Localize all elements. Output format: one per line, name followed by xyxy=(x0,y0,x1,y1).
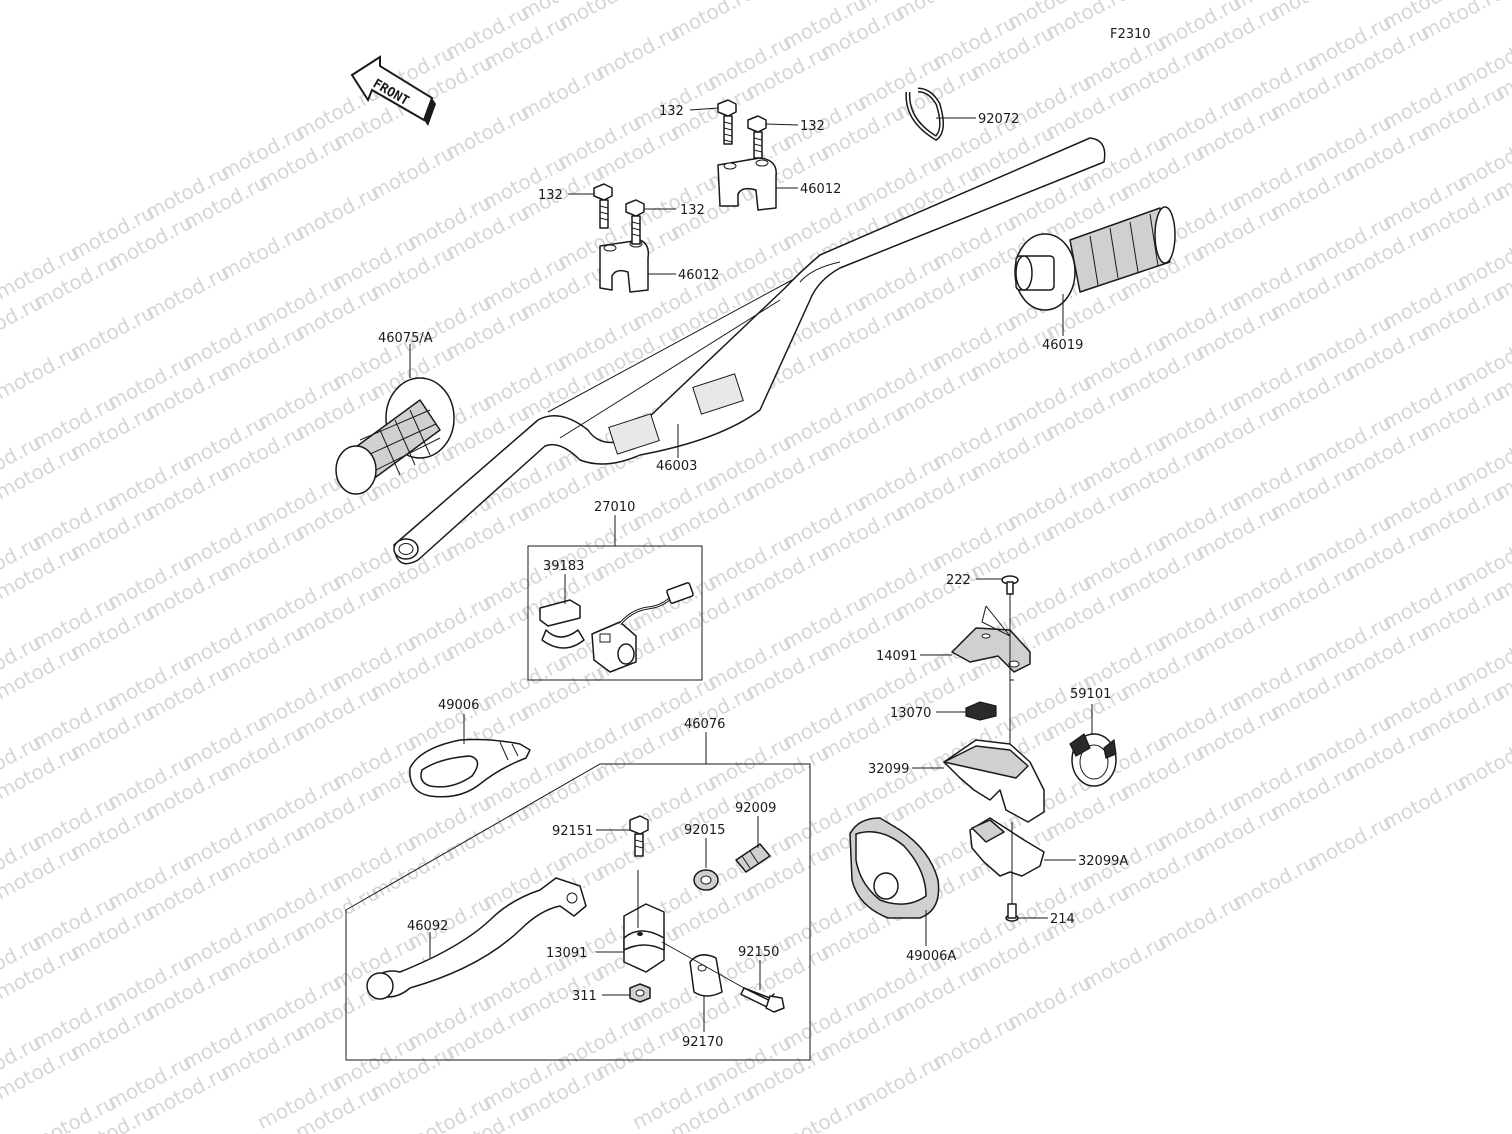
label-46075a: 46075/A xyxy=(378,331,433,346)
part-labels: 132 132 132 132 92072 46012 46012 46075/… xyxy=(378,104,1128,1050)
label-92072: 92072 xyxy=(978,112,1019,127)
label-132-a: 132 xyxy=(659,104,684,119)
bolt-132-a[interactable] xyxy=(717,99,737,145)
handlebar-holder-lower[interactable] xyxy=(599,239,650,293)
lever-cover-49006[interactable] xyxy=(409,738,531,798)
watermark: motod.ru xyxy=(554,0,646,34)
label-132-d: 132 xyxy=(680,203,705,218)
watermark: motod.ru xyxy=(1266,0,1358,24)
label-311: 311 xyxy=(572,989,597,1004)
label-49006a: 49006A xyxy=(906,949,956,964)
throttle-case-59101[interactable] xyxy=(1069,733,1117,787)
label-46003: 46003 xyxy=(656,459,697,474)
watermark: motod.ru xyxy=(891,0,983,24)
label-39183: 39183 xyxy=(543,559,584,574)
switch-clamp-39183[interactable] xyxy=(539,599,585,649)
label-14091: 14091 xyxy=(876,649,917,664)
engine-stop-switch[interactable] xyxy=(591,582,694,673)
label-46076: 46076 xyxy=(684,717,725,732)
left-grip[interactable] xyxy=(335,377,455,495)
adjuster-92009[interactable] xyxy=(735,843,771,873)
cover-49006a[interactable] xyxy=(849,817,940,919)
label-46012-upper: 46012 xyxy=(800,182,841,197)
label-92009: 92009 xyxy=(735,801,776,816)
label-13091: 13091 xyxy=(546,946,587,961)
leader-lines xyxy=(409,107,1093,1032)
screw-222[interactable] xyxy=(1001,575,1019,595)
watermark: motod.ru xyxy=(1116,0,1208,4)
label-46019: 46019 xyxy=(1042,338,1083,353)
handlebar[interactable] xyxy=(393,137,1106,565)
label-92150: 92150 xyxy=(738,945,779,960)
label-46012-lower: 46012 xyxy=(678,268,719,283)
nut-311[interactable] xyxy=(629,983,651,1003)
clutch-lever-46092[interactable] xyxy=(366,877,587,1000)
bolt-132-c[interactable] xyxy=(593,183,613,229)
label-59101: 59101 xyxy=(1070,687,1111,702)
bolt-132-d[interactable] xyxy=(625,199,645,245)
bolt-132-b[interactable] xyxy=(747,115,767,159)
label-92170: 92170 xyxy=(682,1035,723,1050)
right-throttle-grip[interactable] xyxy=(1014,206,1176,311)
label-13070: 13070 xyxy=(890,706,931,721)
band-92072[interactable] xyxy=(905,87,944,142)
label-32099: 32099 xyxy=(868,762,909,777)
clamp-92170[interactable] xyxy=(689,954,723,997)
throttle-housing-32099[interactable] xyxy=(943,739,1045,823)
nut-13070[interactable] xyxy=(965,701,997,721)
watermark: motod.ru xyxy=(1453,730,1512,794)
figure-code: F2310 xyxy=(1110,27,1151,42)
watermark: motod.ru xyxy=(666,0,758,44)
label-214: 214 xyxy=(1050,912,1075,927)
label-27010: 27010 xyxy=(594,500,635,515)
throttle-housing-32099a[interactable] xyxy=(969,817,1045,877)
watermark: motod.ru xyxy=(1491,0,1512,4)
label-49006: 49006 xyxy=(438,698,479,713)
label-92151: 92151 xyxy=(552,824,593,839)
screw-214[interactable] xyxy=(1005,903,1019,922)
lever-holder-13091[interactable] xyxy=(623,903,665,973)
nut-92015[interactable] xyxy=(693,869,719,891)
label-222: 222 xyxy=(946,573,971,588)
watermark: motod.ru xyxy=(741,0,833,4)
label-46092: 46092 xyxy=(407,919,448,934)
label-132-c: 132 xyxy=(538,188,563,203)
label-92015: 92015 xyxy=(684,823,725,838)
label-32099a: 32099A xyxy=(1078,854,1128,869)
label-132-b: 132 xyxy=(800,119,825,134)
bolt-92150[interactable] xyxy=(740,987,785,1013)
lever-assembly-frame xyxy=(345,763,811,1061)
handlebar-holder-upper[interactable] xyxy=(717,157,777,211)
